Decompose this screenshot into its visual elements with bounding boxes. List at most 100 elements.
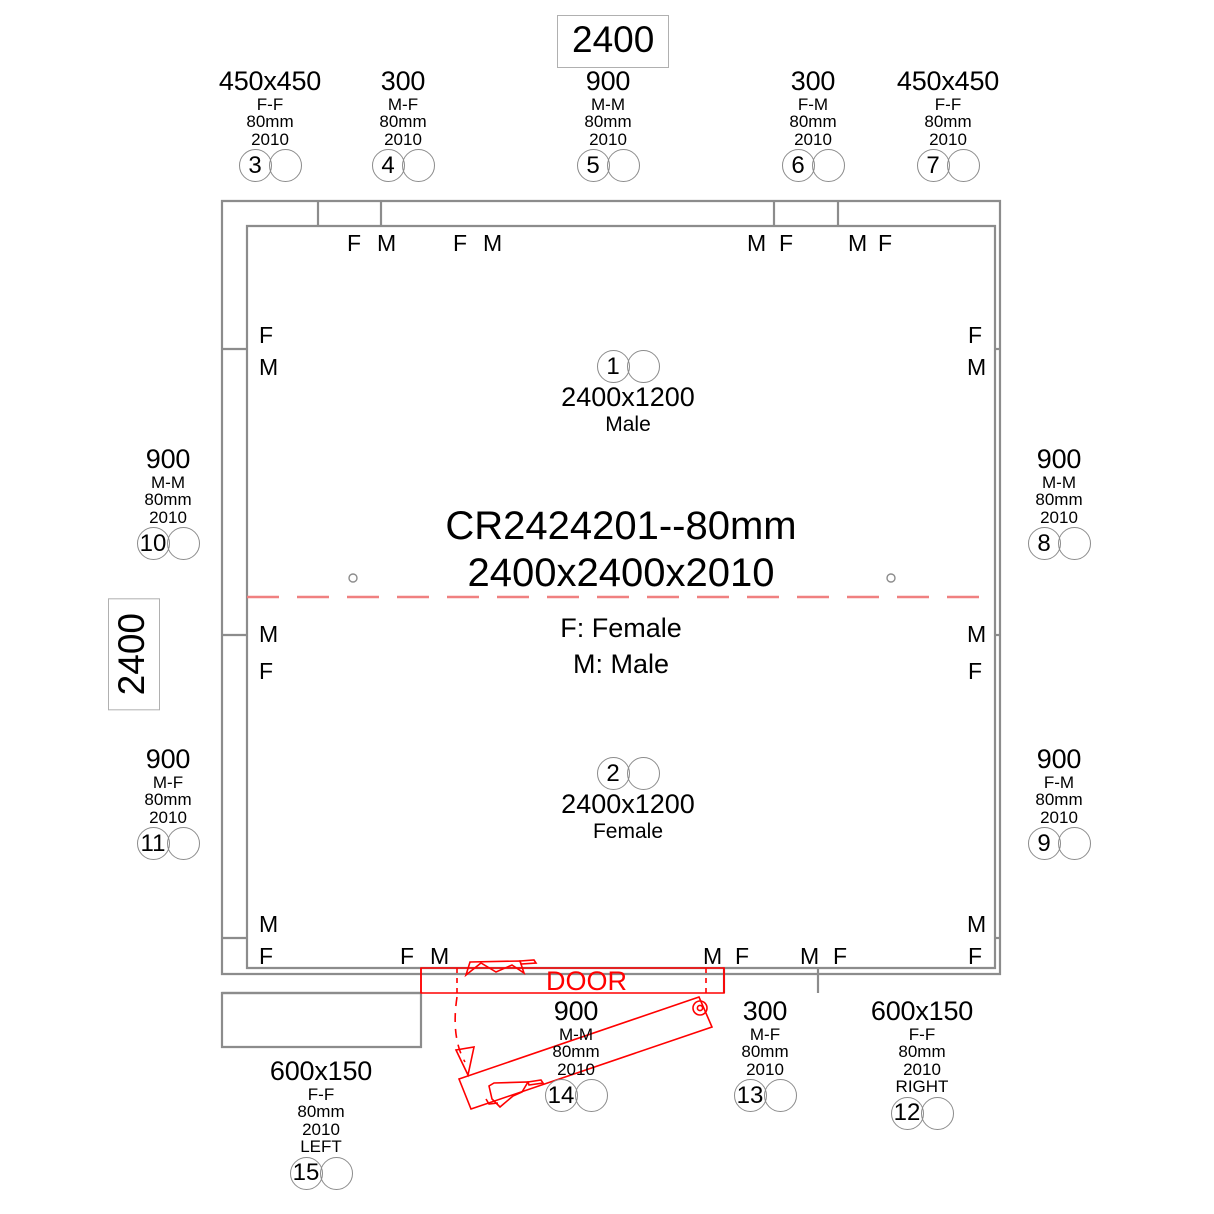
panel-tag-13[interactable]: 300 M-F 80mm 2010 13 [717,996,813,1113]
joint-mark-bottom-3: M [703,943,723,969]
door-swing-arc [454,996,466,1063]
panel-pair: F-M [797,94,829,114]
panel-side: LEFT [300,1137,342,1157]
panel-size: 450x450 [896,66,1000,96]
panel-thickness: 80mm [552,1042,600,1062]
panel-bubbles: 12 [857,1096,987,1130]
panel-pair: M-M [591,94,625,114]
ceiling-lift-point-right [886,573,896,583]
panel-height: 2010 [746,1059,784,1079]
panel-tag-10[interactable]: 900 M-M 80mm 2010 10 [120,444,216,561]
panel-number-blank [626,350,660,383]
panel-number-blank [319,1156,353,1190]
ceiling-panel-2[interactable]: 2 2400x1200 Female [528,756,728,843]
panel-pair: M-F [387,94,419,114]
door-pivot-inner [696,1004,704,1012]
panel-tag-12[interactable]: 600x150 F-F 80mm 2010 RIGHT 12 [857,997,987,1130]
panel-size: 300 [790,66,836,96]
door-leaf [457,996,714,1111]
panel-thickness: 80mm [741,1042,789,1062]
panel-tag-6[interactable]: 300 F-M 80mm 2010 6 [765,66,861,183]
inner-wall-outline [245,224,997,970]
joint-mark-right-3: M [967,621,987,647]
panel-bubbles: 9 [1011,827,1107,861]
panel-bubbles: 15 [256,1156,386,1190]
panel-pair: F-M [1043,772,1075,792]
panel-number: 11 [136,827,170,861]
panel-number: 10 [136,527,170,561]
drawing-code: CR2424201--80mm [445,504,797,548]
panel-size: 300 [742,996,788,1026]
drawing-dimensions: 2400x2400x2010 [467,551,775,596]
joint-mark-bottom-4: F [735,943,750,969]
panel-thickness: 80mm [144,790,192,810]
panel-tag-11[interactable]: 900 M-F 80mm 2010 11 [120,744,216,861]
door-handle-top [464,960,526,978]
panel-gender: Male [605,412,651,436]
joint-mark-top-4: M [483,230,503,256]
panel-bubbles: 7 [883,149,1013,183]
joint-mark-left-5: M [259,911,279,937]
panel-tag-7[interactable]: 450x450 F-F 80mm 2010 7 [883,66,1013,183]
outer-wall-outline [220,199,1002,976]
joint-mark-top-2: M [377,230,397,256]
panel-size: 900 [145,744,191,774]
panel-size: 900 [145,444,191,474]
panel-number: 15 [289,1156,323,1190]
panel-tag-3[interactable]: 450x450 F-F 80mm 2010 3 [205,66,335,183]
panel-tag-14[interactable]: 900 M-M 80mm 2010 14 [528,997,624,1113]
door-handle-leaf-tail [485,1098,499,1105]
panel-thickness: 80mm [898,1042,946,1062]
panel-height: 2010 [557,1059,595,1079]
panel-tag-4[interactable]: 300 M-F 80mm 2010 4 [355,67,451,183]
panel-size: 2400x1200 [561,789,695,819]
panel-height: 2010 [929,129,967,149]
door-text: DOOR [546,966,627,996]
ceiling-panel-1[interactable]: 1 2400x1200 Male [528,349,728,436]
dimension-top: 2400 [557,15,670,68]
joint-mark-left-3: M [259,621,279,647]
panel-height: 2010 [1040,807,1078,827]
panel-number: 9 [1027,827,1061,861]
panel-thickness: 80mm [1035,790,1083,810]
panel-bubbles: 13 [717,1079,813,1113]
panel-thickness: 80mm [297,1102,345,1122]
panel-number: 2 [596,757,630,790]
panel-size: 900 [585,66,631,96]
panel-number: 5 [576,149,610,183]
panel-number: 3 [238,149,272,183]
panel-thickness: 80mm [144,490,192,510]
joint-mark-right-2: M [967,354,987,380]
bottom-left-floor-box [220,991,423,1049]
panel-size: 2400x1200 [561,382,695,412]
joint-mark-left-6: F [259,943,274,969]
panel-number: 1 [596,350,630,383]
panel-bubbles: 6 [765,149,861,183]
panel-height: 2010 [1040,507,1078,527]
panel-tag-5[interactable]: 900 M-M 80mm 2010 5 [560,66,656,183]
panel-tag-15[interactable]: 600x150 F-F 80mm 2010 LEFT 15 [256,1057,386,1190]
joint-mark-left-2: M [259,354,279,380]
panel-pair: F-F [307,1084,335,1104]
door-swing-arrow-head [454,1046,476,1078]
joint-mark-top-8: F [878,230,893,256]
panel-size: 450x450 [218,66,322,96]
panel-pair: M-M [1042,472,1076,492]
panel-number-blank [811,149,845,183]
joint-mark-right-4: F [968,658,983,684]
panel-gender: Female [592,819,664,843]
dimension-left: 2400 [108,598,160,711]
panel-number: 6 [781,149,815,183]
joint-mark-right-6: F [968,943,983,969]
panel-number-blank [626,757,660,790]
joint-mark-right-5: M [967,911,987,937]
panel-number-blank [268,149,302,183]
panel-tag-8[interactable]: 900 M-M 80mm 2010 8 [1011,445,1107,561]
panel-bubbles: 10 [120,527,216,561]
panel-number-blank [574,1079,608,1113]
panel-tag-9[interactable]: 900 F-M 80mm 2010 9 [1011,745,1107,861]
joint-mark-bottom-5: M [800,943,820,969]
joint-mark-left-1: F [259,322,274,348]
legend-male: M: Male [572,649,670,680]
